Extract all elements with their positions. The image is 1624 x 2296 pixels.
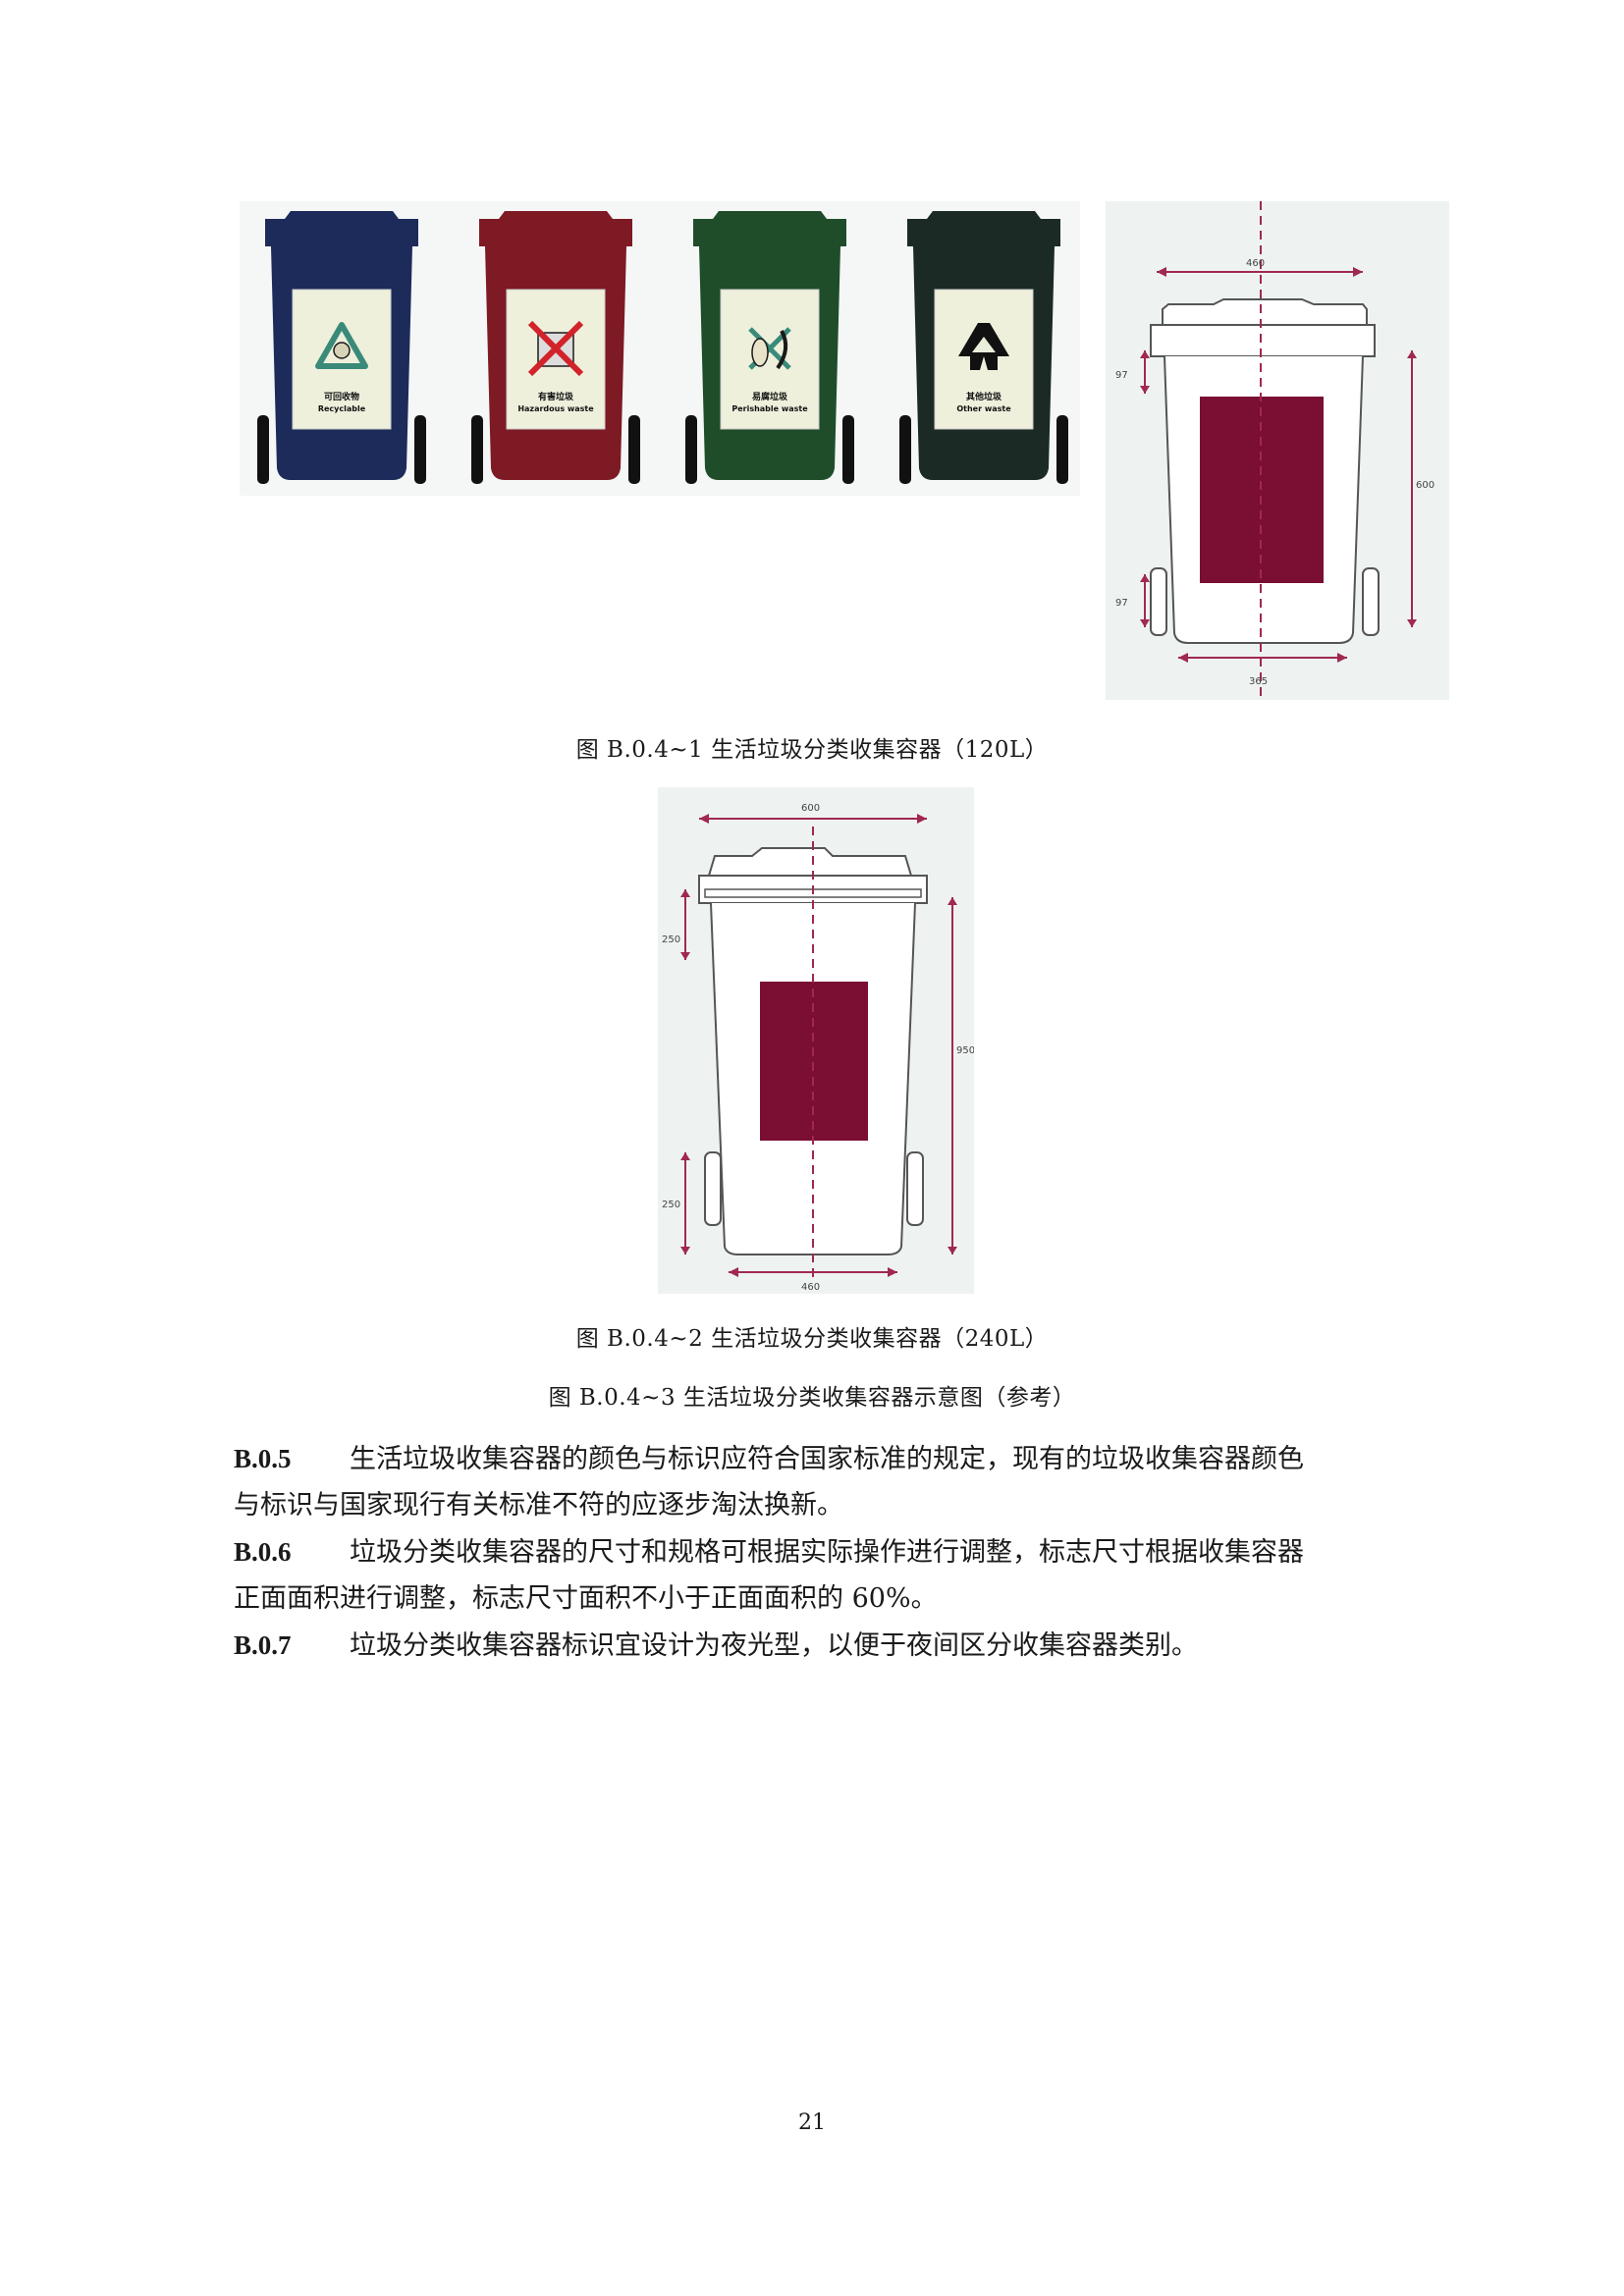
section-number: B.0.6 — [234, 1537, 292, 1567]
paragraph-text: 与标识与国家现行有关标准不符的应逐步淘汰换新。 — [234, 1490, 843, 1521]
bin-240l-diagram: 600 250 250 950 460 — [658, 787, 974, 1294]
waste-bin-1: 可回收物 Recyclable — [257, 211, 426, 484]
top-width-label: 460 — [1246, 258, 1265, 269]
recycle-icon — [315, 322, 368, 369]
paragraph-text: 生活垃圾收集容器的颜色与标识应符合国家标准的规定，现有的垃圾收集容器颜色 — [350, 1444, 1304, 1474]
bin-120l-diagram: 460 97 97 600 365 — [1106, 201, 1449, 700]
lower-height-label: 97 — [1115, 598, 1128, 609]
bin-label-cn: 其他垃圾 — [966, 391, 1002, 402]
figure3-caption: 图 B.0.4~3 生活垃圾分类收集容器示意图（参考） — [548, 1385, 1076, 1411]
bin-label-en: Hazardous waste — [517, 404, 594, 413]
top-width-label: 600 — [801, 803, 820, 814]
hazardous-icon — [527, 320, 584, 377]
total-height-label: 600 — [1416, 480, 1435, 491]
bin-label-en: Other waste — [956, 404, 1011, 413]
paragraph-text: 垃圾分类收集容器标识宜设计为夜光型，以便于夜间区分收集容器类别。 — [350, 1630, 1198, 1661]
section-number: B.0.7 — [234, 1630, 292, 1660]
colored-bins-figure: 可回收物 Recyclable 有害垃圾 Hazardous waste 易腐垃圾 Per… — [240, 201, 1080, 496]
paragraph-text: 垃圾分类收集容器的尺寸和规格可根据实际操作进行调整，标志尺寸根据收集容器 — [350, 1537, 1304, 1568]
figure2-caption: 图 B.0.4~2 生活垃圾分类收集容器（240L） — [575, 1326, 1049, 1352]
bottom-width-label: 460 — [801, 1282, 820, 1293]
section-number: B.0.5 — [234, 1444, 292, 1473]
other-waste-icon — [958, 323, 1009, 370]
paragraph-b06-line1: B.0.6 垃圾分类收集容器的尺寸和规格可根据实际操作进行调整，标志尺寸根据收集容… — [234, 1530, 1304, 1569]
paragraph-b05-line2: 与标识与国家现行有关标准不符的应逐步淘汰换新。 — [234, 1483, 843, 1522]
waste-bin-4: 其他垃圾 Other waste — [899, 211, 1068, 484]
figure1-caption: 图 B.0.4~1 生活垃圾分类收集容器（120L） — [575, 737, 1049, 763]
upper-height-label: 97 — [1115, 370, 1128, 381]
bin-label-en: Perishable waste — [731, 404, 808, 413]
waste-bin-2: 有害垃圾 Hazardous waste — [471, 211, 640, 484]
total-height-label: 950 — [956, 1045, 974, 1056]
page-number: 21 — [798, 2110, 826, 2135]
upper-height-label: 250 — [662, 934, 680, 945]
paragraph-b06-line2: 正面面积进行调整，标志尺寸面积不小于正面面积的 60%。 — [234, 1576, 938, 1615]
perishable-icon — [748, 327, 791, 370]
paragraph-b07-line1: B.0.7 垃圾分类收集容器标识宜设计为夜光型，以便于夜间区分收集容器类别。 — [234, 1624, 1198, 1662]
bottom-width-label: 365 — [1249, 676, 1268, 687]
paragraph-b05-line1: B.0.5 生活垃圾收集容器的颜色与标识应符合国家标准的规定，现有的垃圾收集容器颜… — [234, 1437, 1304, 1475]
bin-label-cn: 易腐垃圾 — [752, 391, 788, 402]
bin-label-cn: 可回收物 — [324, 391, 359, 402]
waste-bin-3: 易腐垃圾 Perishable waste — [685, 211, 854, 484]
lower-height-label: 250 — [662, 1200, 680, 1210]
bin-label-cn: 有害垃圾 — [538, 391, 574, 402]
bin-label-en: Recyclable — [318, 404, 366, 413]
paragraph-text: 正面面积进行调整，标志尺寸面积不小于正面面积的 60%。 — [234, 1583, 938, 1614]
